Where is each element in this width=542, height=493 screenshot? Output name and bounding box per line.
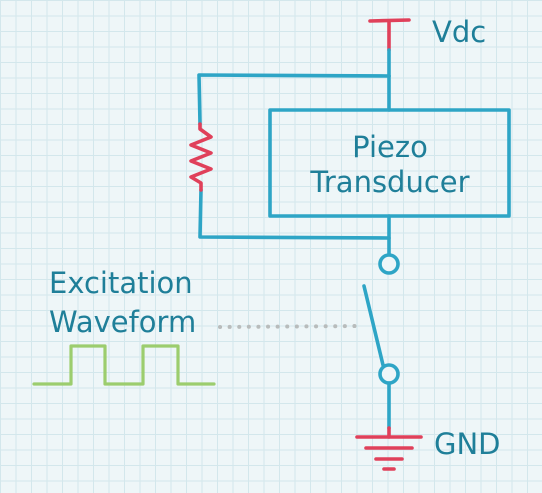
parallel-loop-wire <box>197 73 391 240</box>
transducer-label-line1: Piezo <box>352 130 428 164</box>
waveform-label-line1: Excitation <box>49 266 193 300</box>
vdc-label: Vdc <box>432 15 486 49</box>
control-link-dotted-line <box>218 324 364 329</box>
gnd-label: GND <box>434 427 501 461</box>
transducer-label-line2: Transducer <box>309 165 469 199</box>
vdc-supply-symbol <box>368 18 411 52</box>
ground-symbol <box>355 426 423 471</box>
resistor-symbol <box>189 122 213 192</box>
switch-top-terminal <box>378 253 400 275</box>
square-wave-symbol <box>32 344 216 386</box>
waveform-label-line2: Waveform <box>49 305 196 339</box>
switch-blade <box>362 284 385 367</box>
switch-bottom-terminal <box>378 363 400 385</box>
